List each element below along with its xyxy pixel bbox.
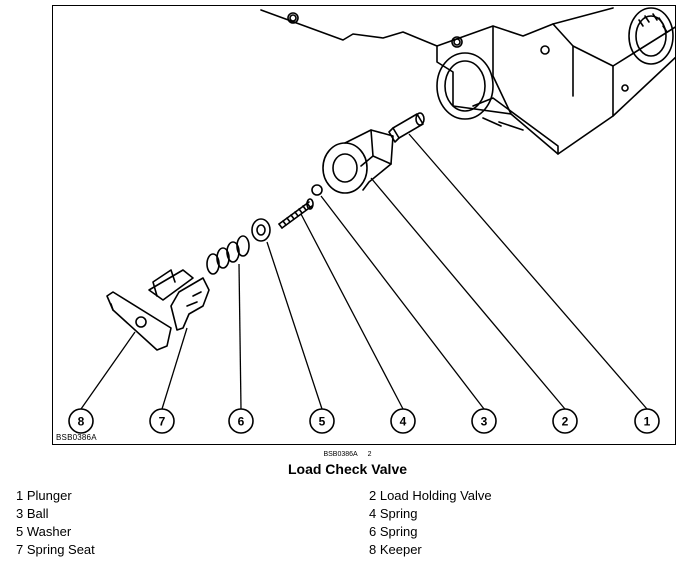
exploded-view-figure: 8 7 6 5 4 3 2 [52,5,676,445]
valve-housing [260,7,675,155]
legend-item: 2 Load Holding Valve [369,488,492,503]
leader-line-5 [266,241,323,410]
legend-item: 6 Spring [369,524,418,539]
load-check-valve-drawing: 8 7 6 5 4 3 2 [68,7,675,434]
leader-line-3 [320,195,485,410]
leader-line-6 [238,263,242,410]
callout-2: 2 [552,408,578,434]
figure-ref-code: BSB0386A [323,451,358,458]
legend-item: 4 Spring [369,506,418,521]
spring-4-part [278,198,314,229]
leader-line-1 [408,133,648,410]
callout-label: 5 [319,415,326,429]
load-holding-valve-part [322,129,394,194]
ball-part [311,184,323,196]
leader-line-4 [300,213,404,410]
spring-seat-part [148,269,210,331]
spring-6-part [206,235,250,275]
figure-code: BSB0386A [56,433,97,442]
legend-item: 7 Spring Seat [16,542,95,557]
washer-part [251,218,271,242]
leader-line-2 [370,177,566,410]
callout-label: 7 [159,415,166,429]
figure-caption: Load Check Valve [287,461,408,477]
callout-6: 6 [228,408,254,434]
plunger-part [388,112,425,143]
callout-label: 2 [562,415,569,429]
callout-7: 7 [149,408,175,434]
callout-4: 4 [390,408,416,434]
keeper-part [106,291,172,351]
callout-label: 4 [400,415,407,429]
callout-markers: 8 7 6 5 4 3 2 [68,408,660,434]
legend-item: 1 Plunger [16,488,72,503]
callout-1: 1 [634,408,660,434]
callout-5: 5 [309,408,335,434]
callout-label: 3 [481,415,488,429]
legend-item: 3 Ball [16,506,49,521]
callout-label: 6 [238,415,245,429]
figure-reference: BSB0386A 2 [0,451,695,458]
leader-line-8 [80,331,136,410]
callout-label: 1 [644,415,651,429]
callout-8: 8 [68,408,94,434]
callout-label: 8 [78,415,85,429]
figure-ref-number: 2 [367,451,372,458]
legend-item: 8 Keeper [369,542,422,557]
callout-3: 3 [471,408,497,434]
legend-item: 5 Washer [16,524,72,539]
leader-lines [80,133,648,410]
leader-line-7 [161,327,188,410]
